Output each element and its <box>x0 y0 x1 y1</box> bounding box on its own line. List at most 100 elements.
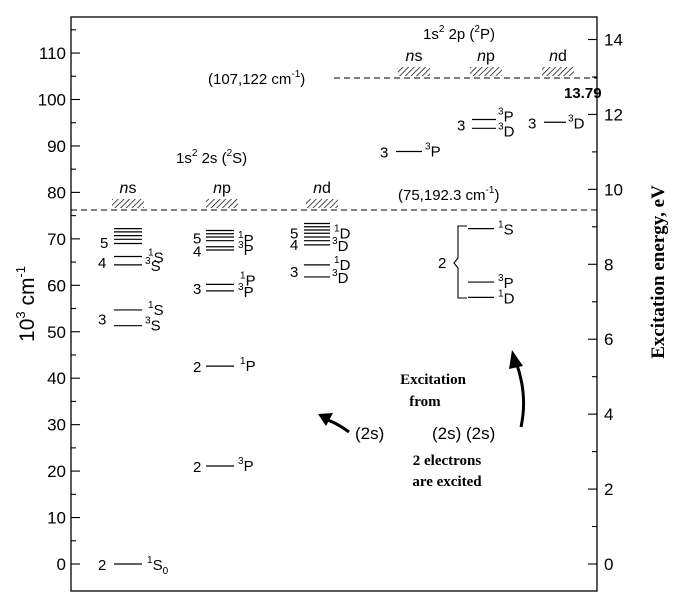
level-label: 4 <box>193 243 201 260</box>
arrow-double-excitation <box>514 361 526 428</box>
right-axis-label: Excitation energy, eV <box>648 185 669 359</box>
series-header-l: s <box>414 48 422 65</box>
level-term: D <box>338 270 349 287</box>
level-n: 2 <box>193 459 201 476</box>
level-multiplicity: 3 <box>568 113 574 124</box>
limit-2s-text: (75,192.3 cm <box>398 187 486 204</box>
level-term: P <box>504 108 514 125</box>
level-label: 1P <box>240 356 256 375</box>
level-term: D <box>338 238 349 255</box>
right-tick-label: 12 <box>604 105 623 124</box>
right-tick-label: 4 <box>604 405 613 424</box>
level-n: 5 <box>100 235 108 252</box>
annotation-are-excited: are excited <box>412 474 482 490</box>
level-label: 3D <box>332 268 349 287</box>
left-tick-label: 50 <box>47 323 66 342</box>
level-term: D <box>504 290 515 307</box>
config-label-2s: 1s2 2s (2S) <box>176 148 247 167</box>
config-2p-main: 1s <box>423 26 439 43</box>
level-n: 3 <box>290 264 298 281</box>
level-label: 2 <box>98 557 106 574</box>
level-n: 2 <box>193 359 201 376</box>
level-multiplicity: 1 <box>240 356 246 367</box>
series-header-n: n <box>477 48 486 65</box>
level-label: 3 <box>528 115 536 132</box>
level-n: 4 <box>98 255 106 272</box>
left-axis-label-unit-exp: -1 <box>13 266 28 278</box>
level-multiplicity: 3 <box>498 273 504 284</box>
level-n: 3 <box>457 118 465 135</box>
right-tick-label: 6 <box>604 330 613 349</box>
level-multiplicity: 1 <box>498 220 504 231</box>
level-label: 3 <box>290 264 298 281</box>
level-term: D <box>340 257 351 274</box>
left-tick-label: 110 <box>39 44 66 63</box>
left-axis-label: 103 cm-1 <box>13 266 39 342</box>
level-term: S <box>154 302 164 319</box>
series-header: nd <box>549 48 567 65</box>
level-term: S <box>153 557 163 574</box>
right-tick-label: 2 <box>604 480 613 499</box>
series-header: ns <box>120 180 137 197</box>
right-tick-label: 14 <box>604 31 623 50</box>
series-header-l: p <box>222 180 231 197</box>
level-n: 5 <box>193 230 201 247</box>
annotation-from: from <box>409 394 441 410</box>
left-tick-label: 30 <box>47 416 66 435</box>
series-header: np <box>213 180 231 197</box>
right-tick-label: 0 <box>604 555 613 574</box>
level-multiplicity: 3 <box>145 316 151 327</box>
arrow-double-excitation-head <box>509 350 523 369</box>
level-label: 1S <box>148 300 164 319</box>
level-n: 2 <box>98 557 106 574</box>
limit-2p-close: ) <box>300 71 305 88</box>
level-label: 3D <box>498 121 515 140</box>
level-label: 1P <box>238 230 254 249</box>
series-limit-hatch <box>306 199 338 208</box>
limit-2s-sup: -1 <box>486 185 495 196</box>
series-header-n: n <box>406 48 415 65</box>
level-label: 1D <box>498 288 515 307</box>
limit-2p-sup: -1 <box>291 69 300 80</box>
level-label: 3S <box>145 316 161 335</box>
level-term: P <box>246 272 256 289</box>
level-label: 3P <box>238 456 254 475</box>
doubly-excited-bracket <box>453 225 467 299</box>
series-header-n: n <box>549 48 558 65</box>
config-2p-sup2: 2 <box>474 24 480 35</box>
level-label: 3 <box>457 118 465 135</box>
level-label: 3 <box>98 312 106 329</box>
left-tick-label: 60 <box>47 276 66 295</box>
config-2p-rest: 2p ( <box>444 26 474 43</box>
annotation-excitation: Excitation <box>400 372 466 388</box>
annotation-2s-single: (2s) <box>355 424 384 443</box>
level-label: 3 <box>380 145 388 162</box>
level-term: S <box>154 250 164 267</box>
config-2p-close: ) <box>490 26 495 43</box>
level-multiplicity: 3 <box>238 282 244 293</box>
config-2s-main: 1s <box>176 150 192 167</box>
left-tick-label: 80 <box>47 183 66 202</box>
series-limit-hatch <box>206 199 238 208</box>
series-header: ns <box>406 48 423 65</box>
left-axis-label-exp: 3 <box>13 311 28 318</box>
level-multiplicity: 3 <box>145 256 151 267</box>
level-n: 5 <box>290 225 298 242</box>
annotation-two-electrons: 2 electrons <box>413 453 482 469</box>
series-limit-hatch <box>112 199 144 208</box>
right-tick-label: 10 <box>604 180 623 199</box>
limit-label-2s: (75,192.3 cm-1) <box>398 185 499 204</box>
left-axis-label-base: 10 <box>16 319 39 342</box>
config-2s-sup1: 2 <box>192 148 198 159</box>
level-term: P <box>504 275 514 292</box>
series-limit-hatch <box>470 67 502 76</box>
series-limit-hatch <box>542 67 574 76</box>
level-label: 5 <box>193 230 201 247</box>
level-label: 1S <box>498 220 514 239</box>
left-axis-label-unit: cm <box>16 278 39 312</box>
level-label: 3S <box>145 256 161 275</box>
level-label: 3D <box>568 113 585 132</box>
